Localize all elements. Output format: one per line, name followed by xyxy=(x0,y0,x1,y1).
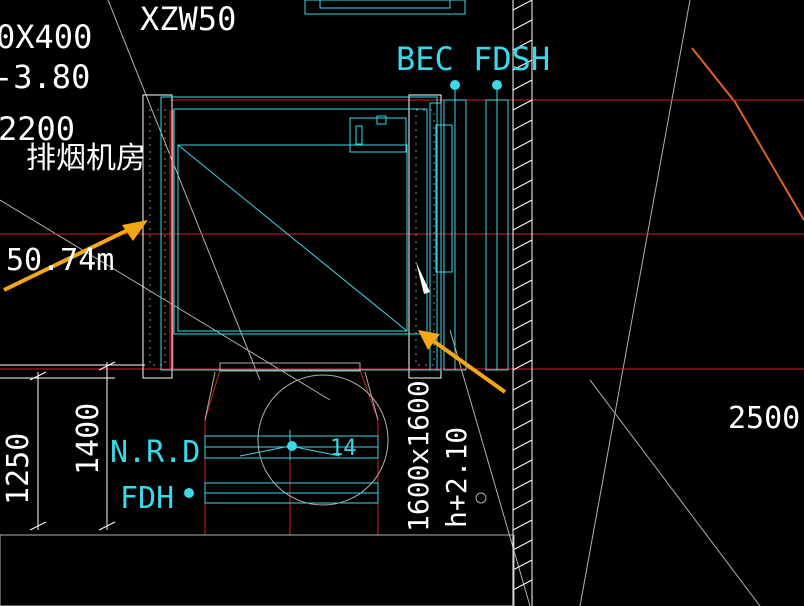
room-name: 排烟机房 xyxy=(26,141,146,176)
top-center-label: XZW50 xyxy=(140,0,236,38)
area-label: 50.74m xyxy=(6,243,114,278)
background-lines xyxy=(0,0,761,606)
nrd-dot xyxy=(287,441,297,451)
orange-line xyxy=(691,47,804,221)
top-left-label-3: 2200 xyxy=(0,110,75,148)
nrd-label: N.R.D xyxy=(110,435,200,470)
fdh-dot xyxy=(184,488,194,498)
fdh-label: FDH xyxy=(120,481,174,516)
arrow-right xyxy=(418,330,507,394)
hatched-wall xyxy=(512,0,533,606)
arrow-left xyxy=(3,220,148,292)
duct-height: h+2.10 xyxy=(440,427,473,528)
right-dim-label: 2500 X xyxy=(728,401,804,436)
top-left-label-1: 0X400 xyxy=(0,18,92,56)
duct-size: 1600x1600 xyxy=(402,380,435,532)
motor-block xyxy=(349,117,407,153)
dim-1400: 1400 xyxy=(71,403,106,475)
duct-circle xyxy=(257,374,389,506)
bec-fdsh-label: BEC FDSH xyxy=(396,40,550,78)
level-marker xyxy=(475,492,487,504)
dimension-lines xyxy=(0,361,145,531)
valve-number: 14 xyxy=(330,436,357,461)
dim-1250: 1250 xyxy=(1,433,36,505)
pointer-triangle xyxy=(416,262,430,294)
column-left xyxy=(142,94,173,379)
top-left-label-2: -3.80 xyxy=(0,58,90,96)
duct-outline xyxy=(0,362,515,606)
